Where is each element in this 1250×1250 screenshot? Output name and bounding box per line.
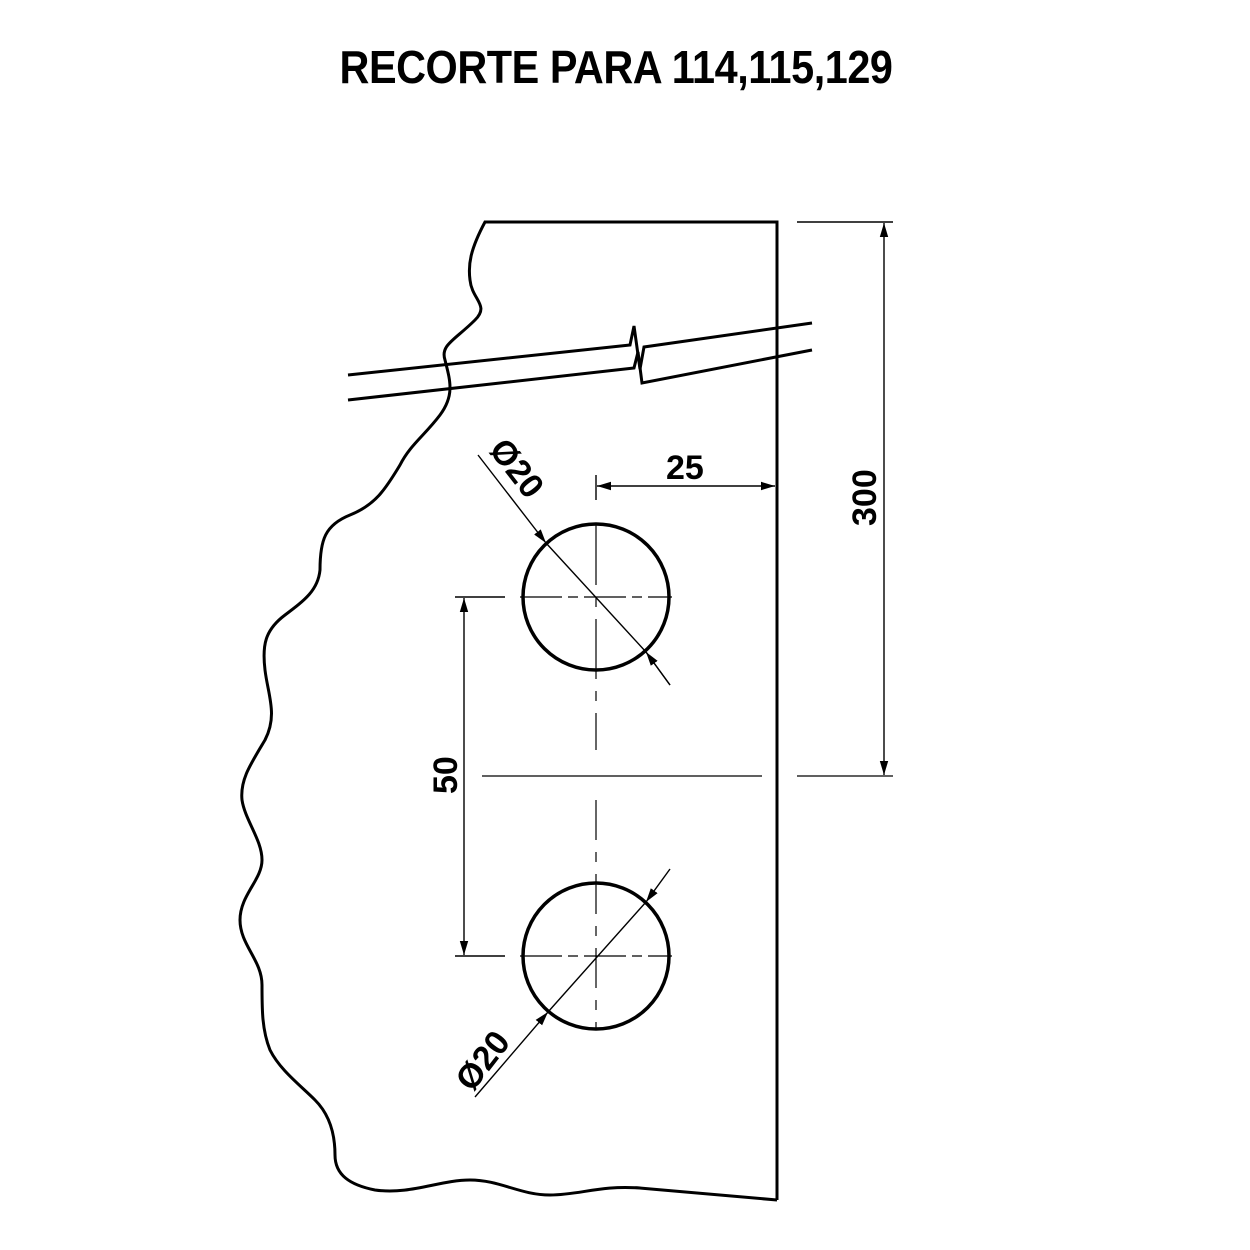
dimension-overall-height bbox=[797, 221, 893, 775]
drawing-title: RECORTE PARA 114,115,129 bbox=[339, 41, 893, 93]
dimension-edge-offset bbox=[595, 475, 775, 500]
diameter-leader-top bbox=[477, 454, 671, 686]
rail-upper-line bbox=[347, 321, 813, 377]
diameter-leader-bottom bbox=[474, 868, 671, 1098]
edge-offset-label: 25 bbox=[666, 449, 704, 487]
hole-top-diameter-label: Ø20 bbox=[482, 432, 552, 506]
panel-outline bbox=[238, 220, 779, 1202]
dimension-hole-spacing bbox=[455, 596, 505, 957]
hole-bottom-diameter-label: Ø20 bbox=[448, 1024, 518, 1098]
hole-top bbox=[520, 522, 672, 750]
rail-section bbox=[347, 321, 813, 402]
rail-lower-line bbox=[347, 348, 813, 402]
hole-bottom bbox=[520, 800, 672, 1031]
hole-spacing-label: 50 bbox=[427, 756, 465, 794]
overall-height-label: 300 bbox=[846, 469, 884, 526]
